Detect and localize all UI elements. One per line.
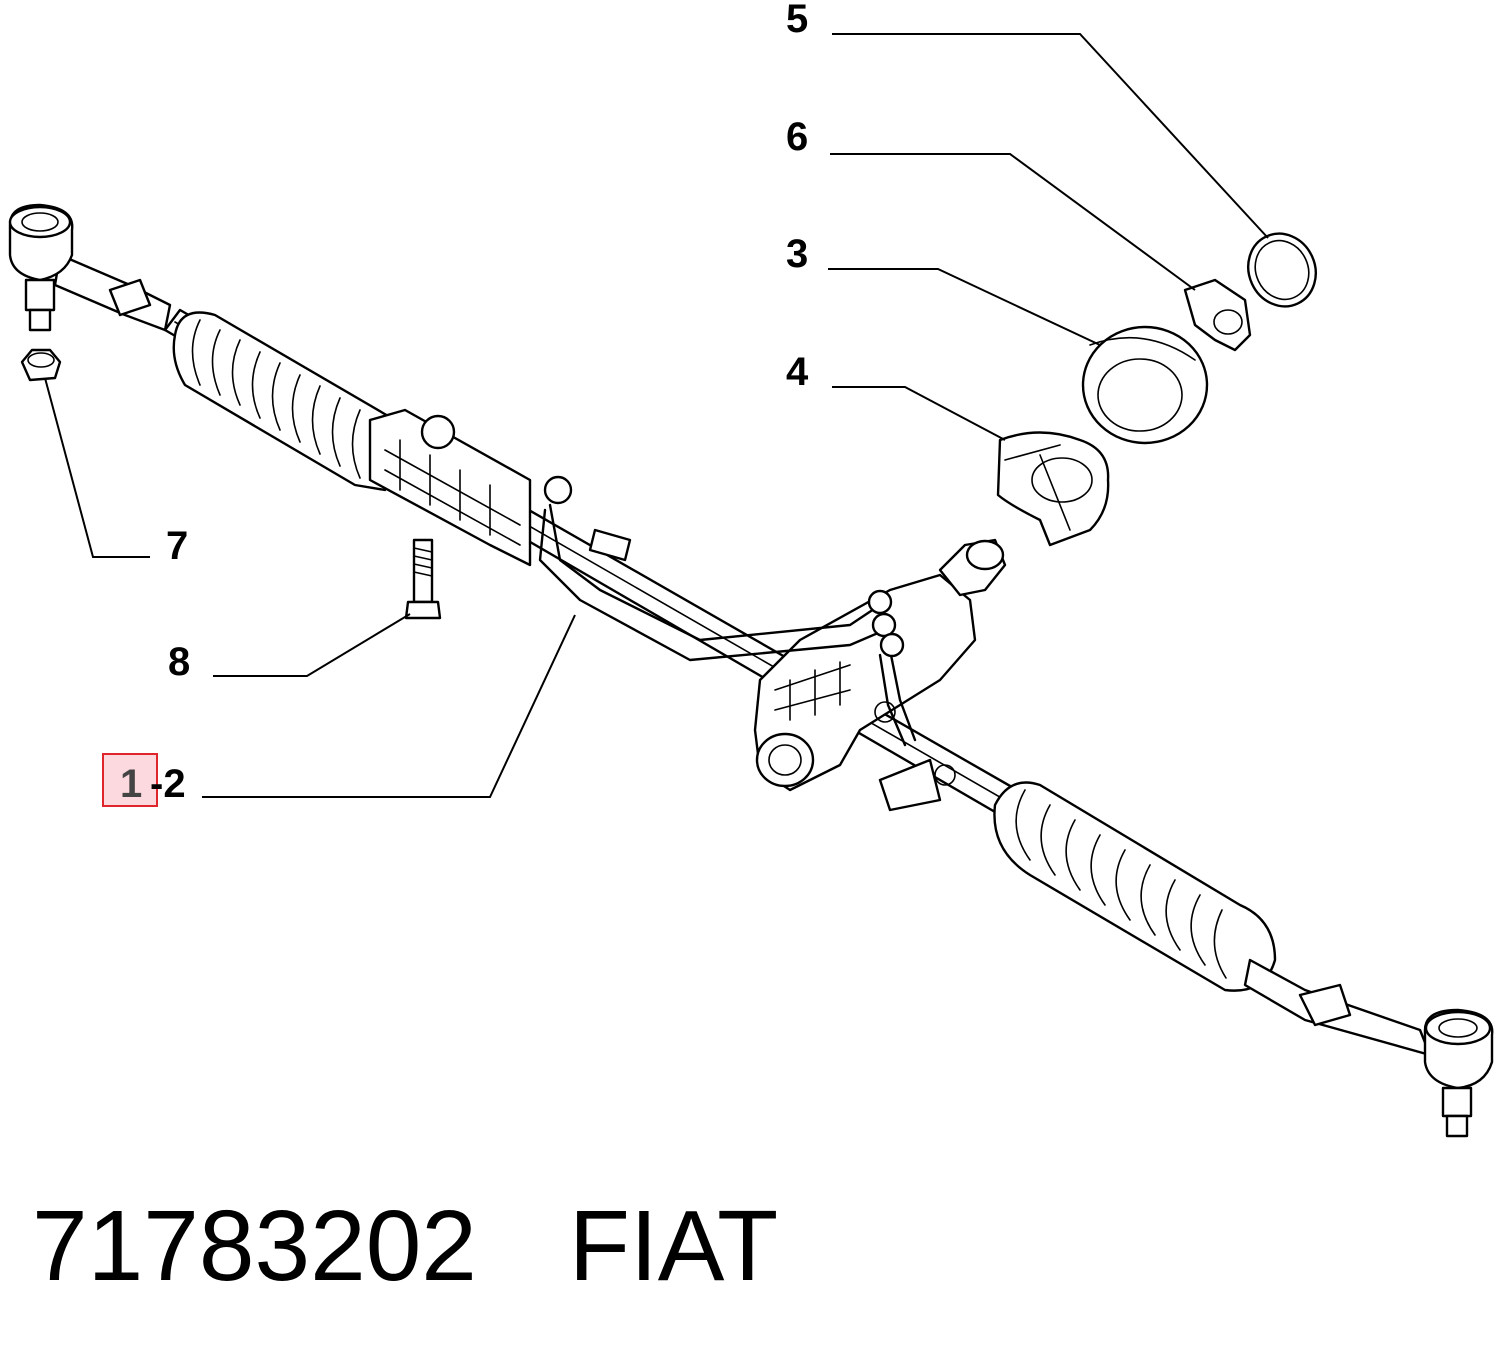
brand-name: FIAT [568, 1190, 779, 1302]
part-5-snap-ring [1247, 232, 1317, 308]
callout-labels: 5 6 3 4 7 8 1 -2 [102, 0, 809, 807]
mount-bushing [755, 732, 815, 788]
leader-3 [828, 268, 1101, 346]
leader-6 [830, 153, 1196, 291]
callout-2: -2 [150, 762, 186, 806]
callout-7: 7 [166, 524, 188, 568]
hydraulic-lines [538, 475, 917, 747]
left-tie-rod-end [8, 203, 172, 332]
callout-8: 8 [168, 640, 190, 684]
callout-6: 6 [786, 115, 808, 159]
left-housing-ribbed [368, 408, 532, 567]
leader-5 [832, 33, 1269, 239]
line-fitting-4 [879, 632, 905, 658]
left-bellows-boot [172, 311, 402, 492]
part-number: 71783202 [32, 1190, 477, 1302]
callout-1[interactable]: 1 [120, 762, 142, 806]
mount-flange [878, 758, 942, 812]
leader-8 [213, 613, 411, 677]
line-fitting-2 [867, 589, 893, 615]
part-4-bearing-housing [996, 431, 1110, 547]
right-tie-rod-end [1243, 958, 1494, 1138]
part-3-ring-bearing [1081, 325, 1209, 445]
callout-1-highlight[interactable] [102, 753, 158, 807]
callout-5: 5 [786, 0, 808, 41]
part-6-retainer-clip [1183, 278, 1252, 352]
right-bellows-boot [993, 781, 1277, 992]
part-7-nut [20, 348, 62, 382]
leader-lines [44, 33, 1269, 798]
pinion-valve-housing [753, 538, 1007, 812]
leader-4 [832, 386, 1006, 441]
callout-3: 3 [786, 232, 808, 276]
callout-4: 4 [786, 350, 809, 394]
leader-2 [202, 614, 576, 798]
right-lock-nut [1298, 983, 1352, 1027]
leader-7 [44, 377, 150, 558]
line-fitting-3 [871, 612, 897, 638]
part-8-bolt [404, 538, 442, 620]
line-fitting-1 [543, 475, 573, 505]
steering-rack-assembly [8, 203, 1494, 1138]
left-lock-nut [108, 278, 152, 317]
housing-bolt-left [420, 414, 456, 450]
